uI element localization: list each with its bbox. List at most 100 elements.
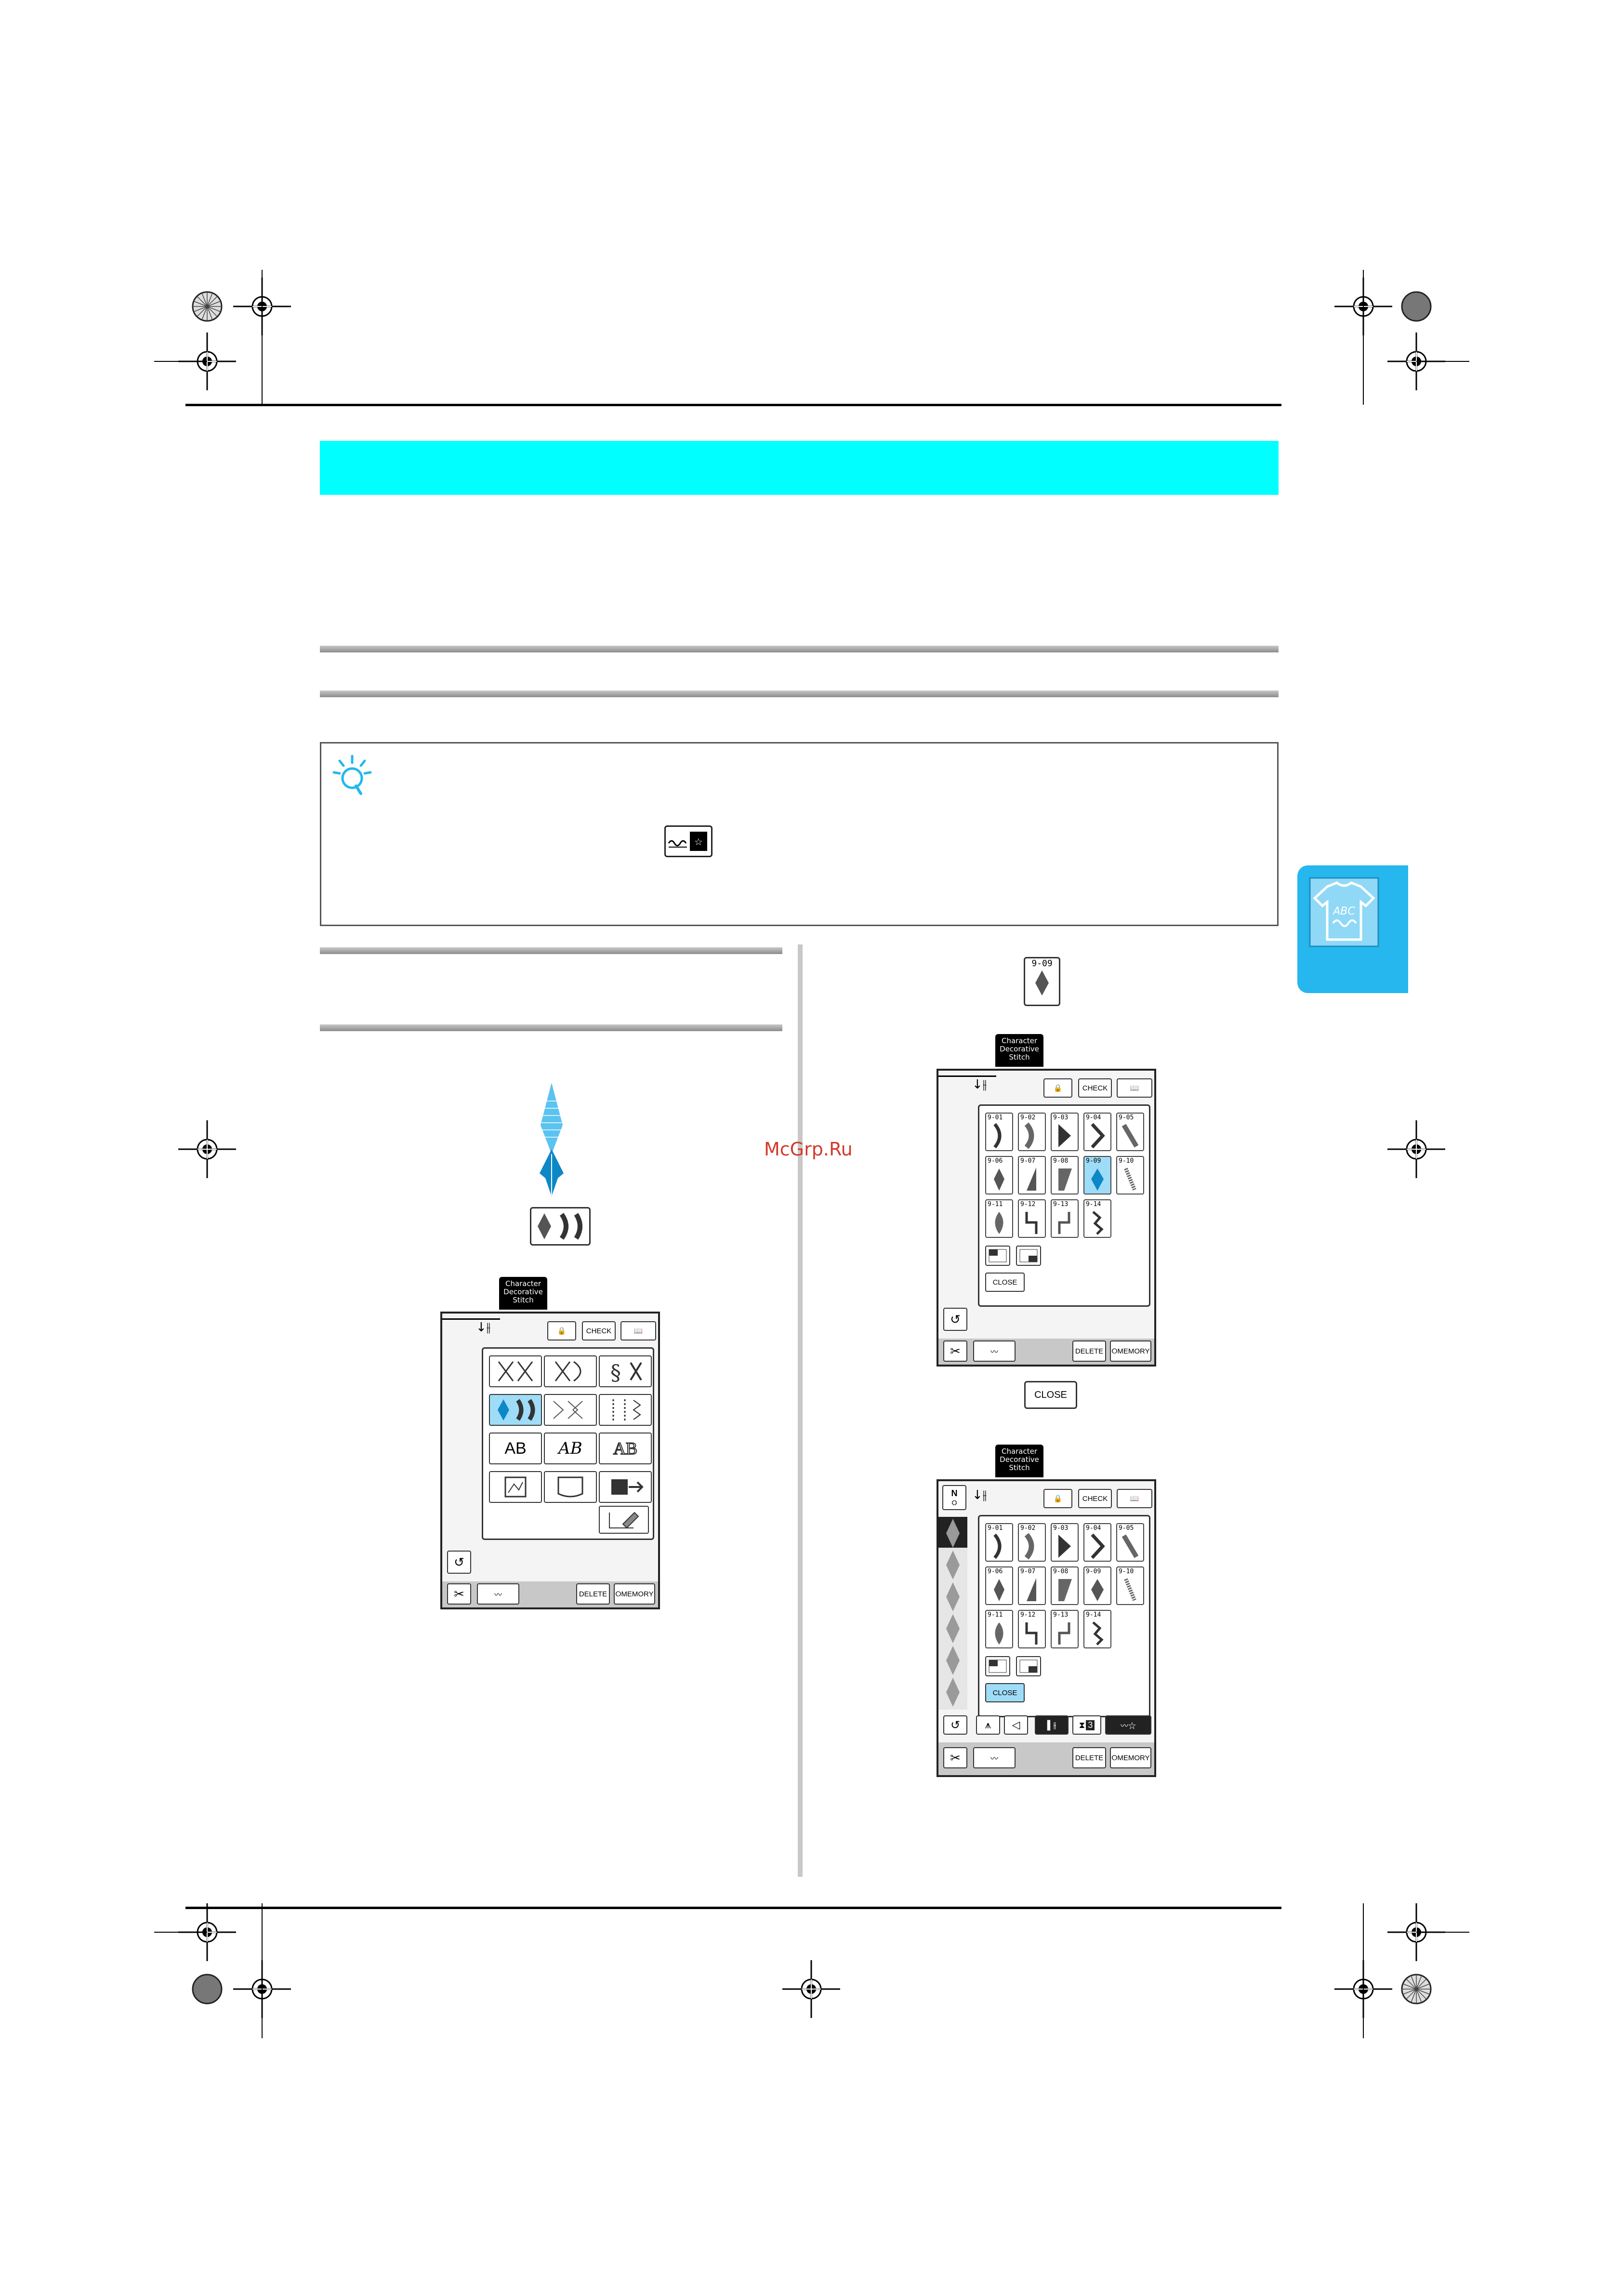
stitch-9-10[interactable]: 9-10: [1116, 1566, 1144, 1605]
category-usb[interactable]: [599, 1471, 652, 1503]
stitch-preview-button[interactable]: 〰: [973, 1340, 1016, 1362]
reverse-stitch-button[interactable]: ↺: [447, 1551, 471, 1574]
category-my-custom-stitch[interactable]: [489, 1471, 542, 1503]
category-panel: § AB AB AB: [482, 1347, 654, 1540]
delete-button[interactable]: DELETE: [1072, 1340, 1106, 1362]
needle-mode-icon: ↓⫲: [972, 1077, 987, 1092]
stitch-key-9-09[interactable]: 9-09: [1024, 957, 1060, 1006]
page-prev-icon: [989, 1249, 1007, 1262]
stitch-9-11[interactable]: 9-11: [985, 1199, 1013, 1238]
stitch-preview-button[interactable]: 〰: [477, 1583, 519, 1605]
section-title-band: [320, 441, 1279, 495]
lock-button[interactable]: 🔒: [1043, 1489, 1072, 1508]
delete-button[interactable]: DELETE: [1072, 1747, 1106, 1768]
memory-button[interactable]: ⭘MEMORY: [1110, 1747, 1151, 1768]
stitch-9-03[interactable]: 9-03: [1051, 1113, 1079, 1151]
stitch-9-07[interactable]: 9-07: [1018, 1156, 1046, 1194]
stitch-9-12[interactable]: 9-12: [1018, 1610, 1046, 1648]
manual-button[interactable]: 📖: [1117, 1078, 1152, 1098]
delete-button[interactable]: DELETE: [576, 1583, 610, 1605]
category-pocket[interactable]: [544, 1471, 597, 1503]
close-button[interactable]: CLOSE: [985, 1273, 1025, 1292]
check-button[interactable]: CHECK: [1078, 1078, 1112, 1098]
stitch-9-14[interactable]: 9-14: [1083, 1199, 1111, 1238]
screen2-header-line: [938, 1075, 996, 1077]
stitch-9-06[interactable]: 9-06: [985, 1566, 1013, 1605]
mirror-horizontal-button[interactable]: ◁: [1004, 1715, 1028, 1735]
memory-button[interactable]: ⭘MEMORY: [1110, 1340, 1151, 1362]
category-cross-stitch[interactable]: [489, 1355, 542, 1387]
stitch-9-05[interactable]: 9-05: [1116, 1523, 1144, 1562]
dotted-stitch-icon: [612, 1399, 641, 1420]
stitch-9-14[interactable]: 9-14: [1083, 1610, 1111, 1648]
svg-text:§: §: [610, 1361, 621, 1385]
mirror-vertical-button[interactable]: ⩚: [976, 1715, 1000, 1735]
satin-stitch-category-key[interactable]: [530, 1207, 591, 1246]
width-length-button[interactable]: ▌⫲: [1035, 1715, 1069, 1735]
lock-button[interactable]: 🔒: [547, 1321, 576, 1340]
stitch-9-13[interactable]: 9-13: [1051, 1199, 1079, 1238]
category-script-letters[interactable]: AB: [544, 1433, 597, 1464]
stitch-9-04[interactable]: 9-04: [1083, 1523, 1111, 1562]
category-zigzag[interactable]: [544, 1394, 597, 1426]
stitch-9-08[interactable]: 9-08: [1051, 1156, 1079, 1194]
check-button[interactable]: CHECK: [582, 1321, 616, 1340]
note-box: ☆: [320, 742, 1279, 926]
screen2: ↓⫲ 🔒 CHECK 📖 9-01 9-02 9-03 9-04 9-05 9-…: [937, 1069, 1156, 1367]
page-next-button[interactable]: [1016, 1656, 1041, 1676]
page-prev-button[interactable]: [985, 1246, 1010, 1266]
reverse-stitch-button[interactable]: ↺: [943, 1308, 967, 1331]
stitch-9-01[interactable]: 9-01: [985, 1523, 1013, 1562]
thread-cutter-button[interactable]: ✂: [943, 1747, 967, 1768]
stitch-9-09[interactable]: 9-09: [1083, 1156, 1111, 1194]
subsection-rule-bottom: [320, 690, 1279, 697]
category-gothic-letters[interactable]: AB: [489, 1433, 542, 1464]
close-key[interactable]: CLOSE: [1024, 1381, 1077, 1409]
category-heirloom[interactable]: [544, 1355, 597, 1387]
stitch-9-06[interactable]: 9-06: [985, 1156, 1013, 1194]
lock-button[interactable]: 🔒: [1043, 1078, 1072, 1098]
svg-text:☆: ☆: [694, 836, 703, 848]
check-button[interactable]: CHECK: [1078, 1489, 1112, 1508]
thread-cutter-button[interactable]: ✂: [447, 1583, 471, 1605]
stitch-9-05[interactable]: 9-05: [1116, 1113, 1144, 1151]
stitch-9-11[interactable]: 9-11: [985, 1610, 1013, 1648]
stitch-9-02[interactable]: 9-02: [1018, 1113, 1046, 1151]
category-s-stitch[interactable]: §: [599, 1355, 652, 1387]
stitch-9-12[interactable]: 9-12: [1018, 1199, 1046, 1238]
stitch-9-13[interactable]: 9-13: [1051, 1610, 1079, 1648]
diamond-stitch-icon: [1035, 970, 1049, 995]
stitch-9-08[interactable]: 9-08: [1051, 1566, 1079, 1605]
stitch-9-09[interactable]: 9-09: [1083, 1566, 1111, 1605]
satin-stitch-category-icon: [538, 1213, 582, 1240]
n-key[interactable]: N⛭: [942, 1485, 966, 1510]
stitch-preview-button[interactable]: 〰: [973, 1747, 1016, 1768]
category-dotted[interactable]: [599, 1394, 652, 1426]
stitch-9-10[interactable]: 9-10: [1116, 1156, 1144, 1194]
stitch-9-02[interactable]: 9-02: [1018, 1523, 1046, 1562]
category-satin-stitch[interactable]: [489, 1394, 542, 1426]
category-pen-edit[interactable]: [599, 1506, 649, 1534]
column-divider: [798, 944, 803, 1877]
page-prev-button[interactable]: [985, 1656, 1010, 1676]
page-next-button[interactable]: [1016, 1246, 1041, 1266]
usb-icon: [611, 1479, 644, 1495]
stitch-9-03[interactable]: 9-03: [1051, 1523, 1079, 1562]
page-prev-icon: [989, 1659, 1007, 1673]
reverse-stitch-button[interactable]: ↺: [943, 1715, 967, 1735]
stitch-memory-key[interactable]: 〰☆: [1105, 1715, 1151, 1735]
category-outline-letters[interactable]: AB: [599, 1433, 652, 1464]
left-heading-rule-top: [320, 947, 782, 954]
density-button[interactable]: ⧗ 3: [1072, 1715, 1101, 1735]
memory-button[interactable]: ⭘MEMORY: [614, 1583, 655, 1605]
manual-button[interactable]: 📖: [1117, 1489, 1152, 1508]
thread-cutter-button[interactable]: ✂: [943, 1340, 967, 1362]
stitch-9-04[interactable]: 9-04: [1083, 1113, 1111, 1151]
stitch-9-01[interactable]: 9-01: [985, 1113, 1013, 1151]
close-button[interactable]: CLOSE: [985, 1683, 1025, 1702]
stitch-9-07[interactable]: 9-07: [1018, 1566, 1046, 1605]
needle-mode-icon: ↓⫲: [972, 1488, 987, 1502]
manual-button[interactable]: 📖: [620, 1321, 656, 1340]
